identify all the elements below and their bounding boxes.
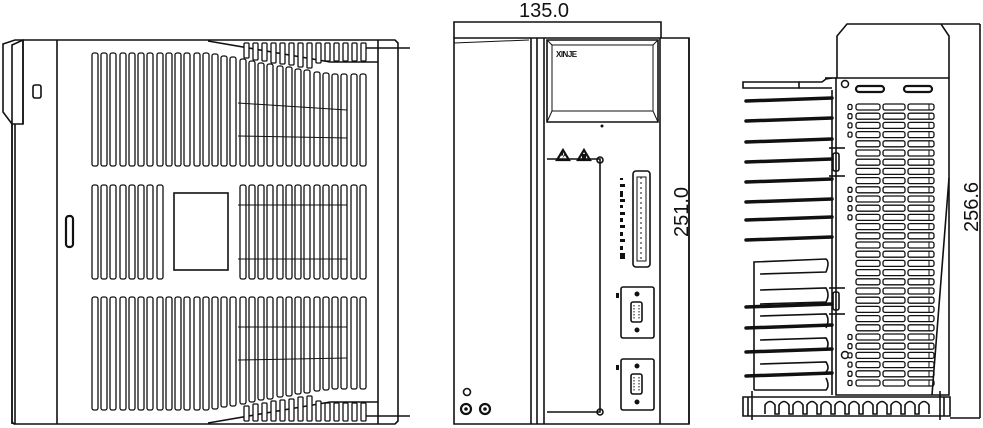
latch-icon [64,214,75,249]
vent-grid [847,103,935,387]
front-view: 135.0 XINJE [453,0,693,425]
screw-icon [840,79,850,89]
vent-slots-top [91,42,367,167]
vent-slots-bottom [91,296,367,422]
side-view-left [2,39,410,425]
dsub-connector-2 [616,358,655,411]
dimension-line-width [453,21,662,38]
heatsink-loops [753,258,829,391]
ground-screw-icon [459,387,492,416]
mount-hole-icon [32,84,42,99]
brand-logo: XINJE [556,50,578,59]
side-window [173,192,229,271]
dsub-connector-1 [616,286,655,339]
dimension-height-front-label: 251.0 [671,187,693,237]
hot-surface-warning-icon [576,147,592,162]
heatsink-fins [744,96,834,378]
electric-shock-warning-icon [555,147,571,162]
vent-slots-middle [91,184,367,280]
mounting-base [742,391,951,420]
terminal-block-connector [620,170,651,268]
side-view-right: 256.6 [742,23,983,420]
dimension-height-overall-label: 256.6 [961,182,983,232]
dimension-width-label: 135.0 [519,0,569,22]
